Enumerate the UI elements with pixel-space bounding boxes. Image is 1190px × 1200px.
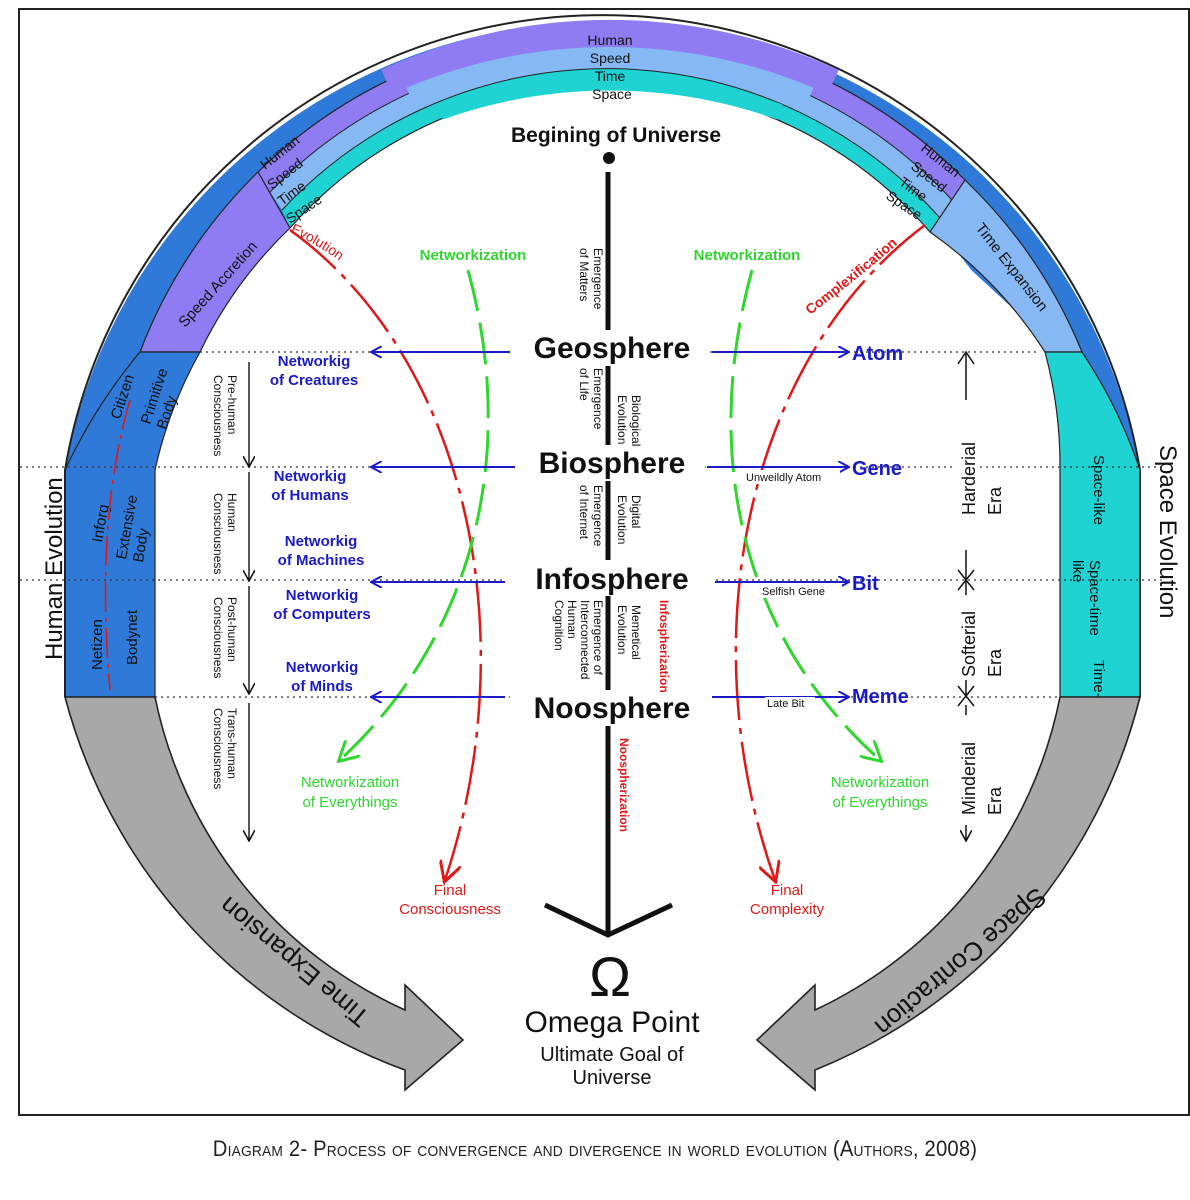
ring-human-label: Human: [587, 32, 632, 48]
pre-human-consciousness-label: Pre-humanConsciousness: [211, 375, 239, 456]
spheres: Geosphere Biosphere Infosphere Noosphere: [534, 332, 691, 725]
networkization-curve-right: [729, 269, 880, 760]
inforg-label: Inforg: [89, 503, 112, 544]
gene-label: Gene: [852, 458, 902, 480]
emergence-internet-label: Emergenceof Internet: [577, 485, 605, 547]
geosphere-label: Geosphere: [534, 332, 691, 365]
infospherization-label: Infospherization: [657, 600, 671, 693]
bit-label: Bit: [852, 573, 879, 595]
ring-speed-label: Speed: [590, 50, 630, 66]
networkization-left-label: Networkization: [420, 247, 527, 264]
ring-space-label: Space: [592, 86, 632, 102]
netizen-label: Netizen: [89, 619, 106, 670]
omega-point-label: Omega Point: [524, 1006, 700, 1039]
evolution-curve: [289, 228, 482, 880]
speed-band: [258, 29, 965, 200]
omega-symbol: Ω: [589, 945, 631, 1008]
complexification-curve: [734, 224, 926, 880]
digital-evolution-label: DigitalEvolution: [615, 495, 643, 544]
space-evolution-title: Space Evolution: [1154, 445, 1181, 618]
meme-label: Meme: [852, 686, 909, 708]
time-expansion-arrow: [63, 696, 465, 1092]
selfish-gene-label: Selfish Gene: [762, 586, 825, 598]
noospherization-label: Noospherization: [617, 738, 631, 832]
space-like-label: Space-like: [1090, 455, 1107, 525]
evolution-diagram: Human Speed Time Space Human Speed Time …: [20, 14, 1181, 1092]
diagram-frame: [18, 8, 1190, 1116]
diagram-caption: Diagram 2- Process of convergence and di…: [212, 1136, 978, 1161]
infosphere-label: Infosphere: [535, 563, 688, 596]
space-contraction-arrow: [755, 696, 1142, 1092]
axis-labels: Emergenceof Matters Emergenceof Life Bio…: [552, 248, 671, 832]
unweildly-atom-label: Unweildly Atom: [746, 472, 821, 484]
emergence-matters-label: Emergenceof Matters: [577, 248, 605, 310]
bodynet-label: Bodynet: [124, 609, 141, 665]
networkization-right-label: Networkization: [694, 247, 801, 264]
trans-human-consciousness-label: Trans-humanConsciousness: [211, 708, 239, 789]
unit-labels: Atom Gene Bit Meme: [852, 343, 909, 708]
biological-evolution-label: BiologicalEvolution: [615, 395, 643, 446]
unit-small-labels: Unweildly Atom Selfish Gene Late Bit: [746, 472, 825, 710]
human-evolution-title: Human Evolution: [41, 477, 68, 660]
emergence-life-label: Emergenceof Life: [577, 368, 605, 430]
consciousness-labels: Pre-humanConsciousness HumanConsciousnes…: [211, 375, 239, 789]
post-human-consciousness-label: Post-humanConsciousness: [211, 597, 239, 678]
atom-label: Atom: [852, 343, 903, 365]
beginning-label: Begining of Universe: [511, 124, 721, 147]
speed-accretion-band: [139, 171, 291, 353]
space-time-like-label: Space-timelike: [1069, 560, 1103, 636]
navy-arrows: [372, 352, 848, 697]
networkization-curve-left: [340, 269, 490, 760]
central-axis: Begining of Universe: [511, 124, 721, 938]
emergence-cognition-label: Emergence ofInterconnectedHumanCognition: [552, 600, 605, 679]
noosphere-label: Noosphere: [534, 692, 691, 725]
biosphere-label: Biosphere: [539, 447, 686, 480]
memetical-evolution-label: MemeticalEvolution: [615, 605, 643, 660]
human-consciousness-label: HumanConsciousness: [211, 493, 239, 574]
late-bit-label: Late Bit: [767, 698, 804, 710]
svg-text:Ω: Ω: [589, 945, 631, 1008]
left-column-curve: [104, 399, 131, 691]
ring-time-label: Time: [595, 68, 626, 84]
right-column-labels: Space-like Space-timelike Time-like: [1069, 455, 1107, 720]
